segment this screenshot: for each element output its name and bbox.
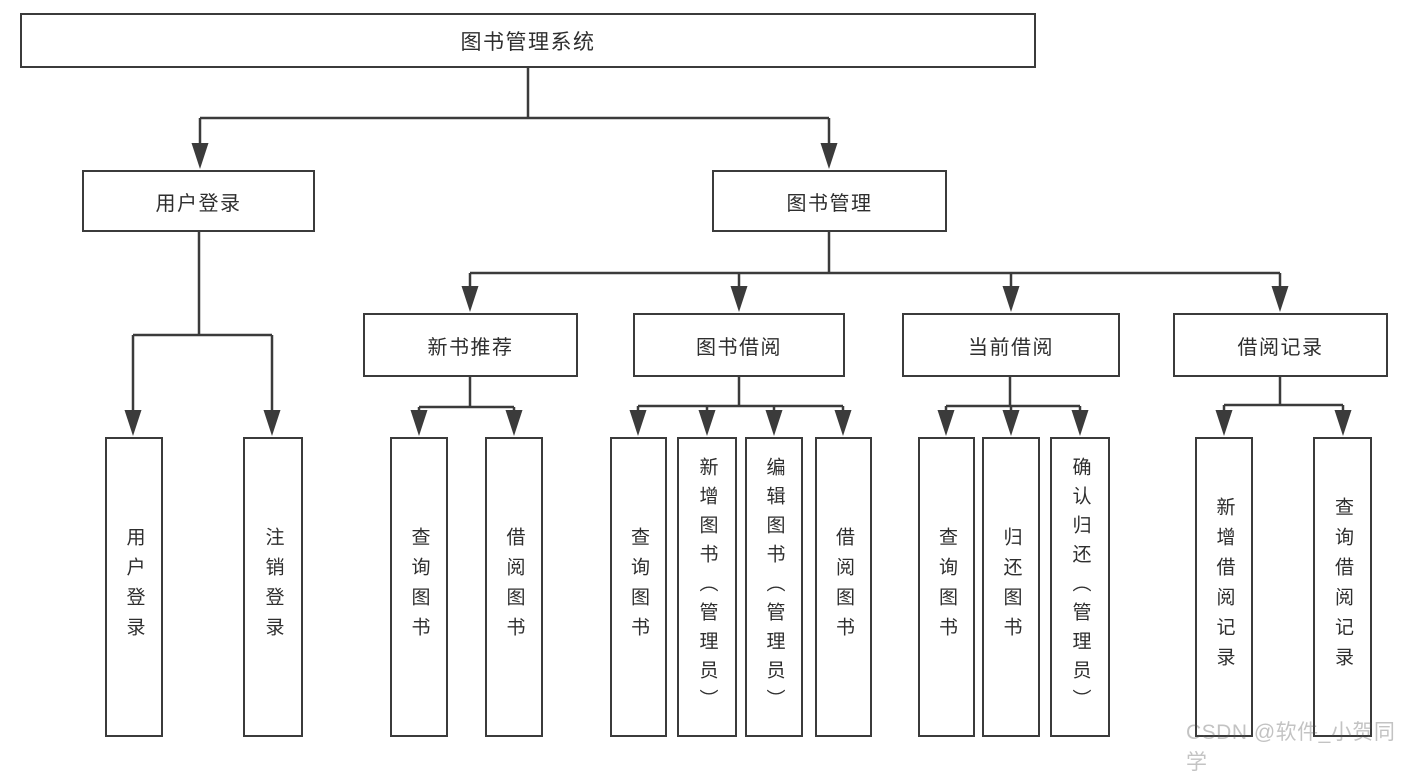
arrowheads: [124, 143, 1352, 436]
node-book-mgmt: 图书管理: [712, 170, 947, 232]
edge-book-borrow-split: [636, 377, 845, 431]
node-br-query-record: 查询借阅记录: [1313, 437, 1372, 737]
node-bb-edit-book: 编辑图书（管理员）: [745, 437, 803, 737]
edge-user-login-split: [131, 232, 274, 431]
node-bb-add-book: 新增图书（管理员）: [677, 437, 737, 737]
node-cb-query-book: 查询图书: [918, 437, 975, 737]
node-leaf-logout: 注销登录: [243, 437, 303, 737]
node-cb-return-book: 归还图书: [982, 437, 1040, 737]
node-current-borrow: 当前借阅: [902, 313, 1120, 377]
node-nbr-borrow-book: 借阅图书: [485, 437, 543, 737]
node-br-add-record: 新增借阅记录: [1195, 437, 1253, 737]
edge-new-book-split: [417, 377, 516, 431]
node-nbr-query-book: 查询图书: [390, 437, 448, 737]
edge-records-split: [1222, 377, 1345, 431]
connector-lines: [124, 68, 1352, 436]
edge-root-split: [198, 68, 831, 164]
node-root: 图书管理系统: [20, 13, 1036, 68]
node-new-book-rec: 新书推荐: [363, 313, 578, 377]
csdn-watermark: CSDN @软件_小贺同学: [1186, 721, 1396, 774]
node-bb-borrow-book: 借阅图书: [815, 437, 872, 737]
org-chart: 图书管理系统 用户登录 图书管理 新书推荐 图书借阅 当前借阅 借阅记录 用户登…: [20, 13, 1395, 774]
node-borrow-records: 借阅记录: [1173, 313, 1388, 377]
node-bb-query-book: 查询图书: [610, 437, 667, 737]
edge-book-mgmt-split: [468, 232, 1282, 307]
node-book-borrow: 图书借阅: [633, 313, 845, 377]
node-user-login: 用户登录: [82, 170, 315, 232]
node-leaf-user-login: 用户登录: [105, 437, 163, 737]
node-cb-confirm-return: 确认归还（管理员）: [1050, 437, 1110, 737]
